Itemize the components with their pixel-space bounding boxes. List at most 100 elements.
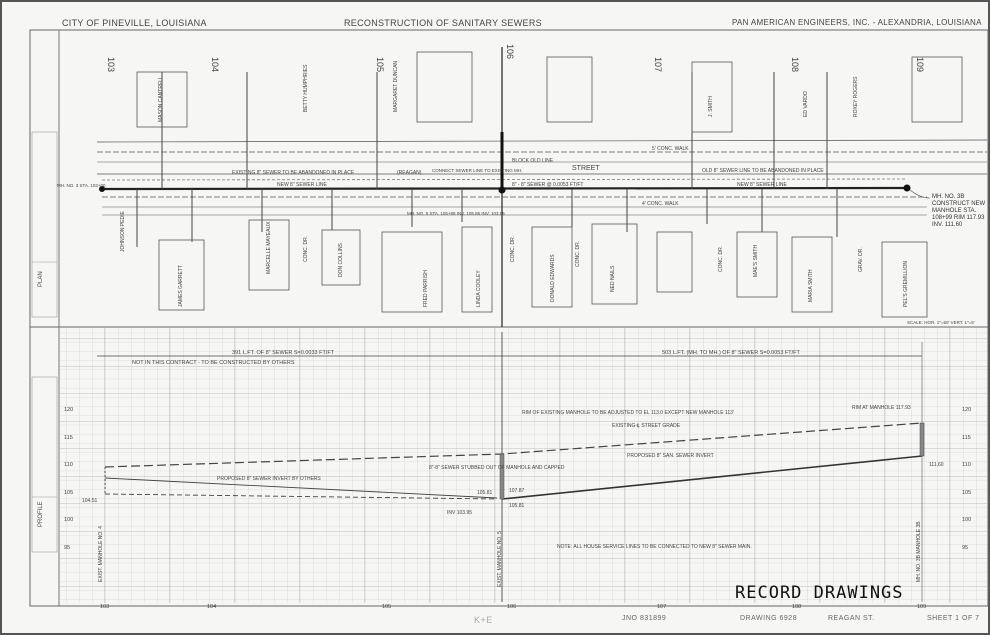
label: 110 — [962, 462, 971, 468]
inv-103-label: INV 103.95 — [447, 510, 472, 516]
invert-by-others-line — [104, 493, 498, 500]
label: PEL'S GREMILLION — [903, 261, 909, 307]
label: MARGARET DUNCAN — [393, 61, 399, 112]
proposed-invert-label: PROPOSED 8" SAN. SEWER INVERT — [627, 453, 714, 459]
existing-invert-line — [104, 477, 498, 499]
label: J. SMITH — [708, 96, 714, 117]
label: MARIA SMITH — [808, 269, 814, 302]
label: 108 — [792, 604, 801, 610]
label: 115 — [962, 435, 971, 441]
stub-note: 8"-8" SEWER STUBBED OUT OF MANHOLE AND C… — [429, 465, 565, 471]
old-sewer-line — [101, 178, 908, 181]
label: 100 — [64, 517, 73, 523]
label: 106 — [507, 604, 516, 610]
label: DONALD EDWARDS — [550, 254, 556, 302]
dim-left: 391 L.FT. OF 8" SEWER S=0.0033 FT/FT — [232, 350, 335, 356]
rim-right-label: RIM AT MANHOLE 117.93 — [852, 405, 911, 411]
label: 109 — [917, 604, 926, 610]
note-mh-left: MH. NO. 3 STA. 103+00 — [57, 183, 106, 188]
plan-label: PLAN — [38, 271, 44, 287]
label: CONC. DR. — [303, 236, 309, 262]
street-name-footer: REAGAN ST. — [828, 615, 875, 622]
label: FRED PARRISH — [423, 270, 429, 307]
plan-station: 104 — [210, 57, 220, 72]
label: 105 — [382, 604, 391, 610]
note-block-old: BLOCK OLD LINE — [512, 158, 554, 164]
job-number: JNO 831899 — [622, 615, 667, 622]
profile-station-labels: 103 104 105 106 107 108 109 — [100, 604, 926, 610]
note-mh-5: MH. NO. 5 STA. 105+88 INV. 105.86 INV. 1… — [407, 211, 505, 216]
label: 107 — [657, 604, 666, 610]
elev-107-87: 107.87 — [509, 488, 525, 494]
label: ED VARDO — [803, 91, 809, 117]
record-drawings-stamp: RECORD DRAWINGS — [735, 583, 904, 603]
label: DON COLLINS — [338, 242, 344, 277]
note-connect: CONNECT SEWER LINE TO EXISTING MH. — [432, 168, 522, 173]
label: 103 — [100, 604, 109, 610]
manhole-3-plan — [99, 186, 105, 192]
plan-station: 108 — [790, 57, 800, 72]
header-project: RECONSTRUCTION OF SANITARY SEWERS — [344, 18, 542, 28]
note-conc-walk: 5' CONC. WALK — [652, 146, 689, 152]
mh-3b-leader — [909, 189, 931, 199]
plan-station: 103 — [106, 57, 116, 72]
header-engineer: PAN AMERICAN ENGINEERS, INC. - ALEXANDRI… — [732, 18, 982, 27]
elev-105-81b: 105.81 — [509, 503, 525, 509]
profile-title-block: PROFILE — [31, 376, 58, 553]
profile-elevation-labels-right: 120 115 110 105 100 95 — [962, 407, 971, 551]
plan-station: 107 — [653, 57, 663, 72]
label: 110 — [64, 462, 73, 468]
label: 100 — [962, 517, 971, 523]
label: 105 — [962, 490, 971, 496]
scale-note: SCALE: HOR. 1"=50' VERT. 1"=5' — [907, 320, 975, 325]
plan-title-block: PLAN — [31, 131, 58, 318]
profile-notes: RIM OF EXISTING MANHOLE TO BE ADJUSTED T… — [82, 405, 944, 587]
label: 95 — [962, 545, 968, 551]
label: NED NAILS — [610, 265, 616, 292]
label: CONC. DR. — [510, 236, 516, 262]
border — [29, 29, 989, 607]
note-mh-3b: MH. NO. 3B CONSTRUCT NEW MANHOLE STA. 10… — [932, 194, 986, 228]
sheet-number: SHEET 1 OF 7 — [927, 615, 980, 622]
manhole-5-plan — [498, 186, 506, 194]
proposed-invert-line — [501, 455, 923, 500]
plan-station: 109 — [915, 57, 925, 72]
label: 104 — [207, 604, 216, 610]
ke-brand: K+E — [474, 615, 493, 625]
label: MARCELLE MAYEAUX — [266, 221, 272, 274]
note-all-services: NOTE: ALL HOUSE SERVICE LINES TO BE CONN… — [557, 544, 752, 550]
manhole-5-profile — [499, 453, 505, 500]
plan-station: 106 — [505, 44, 515, 59]
plan-notes: EXISTING 8" SEWER TO BE ABANDONED IN PLA… — [57, 146, 975, 325]
left-elev-label: 104.51 — [82, 498, 98, 504]
label: JOHNSON PEDIE — [120, 210, 126, 252]
service-lines — [136, 72, 838, 247]
note-conc-walk-2: 4' CONC. WALK — [642, 201, 679, 207]
manhole-3b-profile — [919, 422, 925, 457]
plan-stations: 103 104 105 106 107 108 109 — [106, 44, 925, 72]
label: GRAV. DR. — [858, 247, 864, 272]
street-name: STREET — [572, 165, 600, 172]
inv-right-label: 111.60 — [929, 462, 944, 468]
label: MASON CANTRELL — [158, 76, 164, 122]
header-client: CITY OF PINEVILLE, LOUISIANA — [62, 18, 207, 28]
profile-lines — [104, 422, 925, 500]
dim-left-note: NOT IN THIS CONTRACT - TO BE CONSTRUCTED… — [132, 360, 295, 366]
note-new-sewer-right: NEW 8" SEWER LINE — [737, 182, 788, 188]
profile-dimension-lines: 391 L.FT. OF 8" SEWER S=0.0033 FT/FT NOT… — [97, 332, 923, 602]
label: 115 — [64, 435, 73, 441]
elev-105-81: 105.81 — [477, 490, 493, 496]
label: BETTY HUMPHRIES — [303, 64, 309, 112]
label: 120 — [962, 407, 971, 413]
street-grade-label: EXISTING ℄ STREET GRADE — [612, 423, 681, 429]
mh-label: EXIST. MANHOLE NO. 4 — [98, 526, 104, 582]
label: 95 — [64, 545, 70, 551]
existing-mh-note: RIM OF EXISTING MANHOLE TO BE ADJUSTED T… — [522, 410, 734, 416]
label: JAMES GARRETT — [178, 265, 184, 307]
label: ROXEY ROGERS — [853, 76, 859, 117]
plan-station: 105 — [375, 57, 385, 72]
note-existing-abandoned: EXISTING 8" SEWER TO BE ABANDONED IN PLA… — [232, 170, 355, 176]
